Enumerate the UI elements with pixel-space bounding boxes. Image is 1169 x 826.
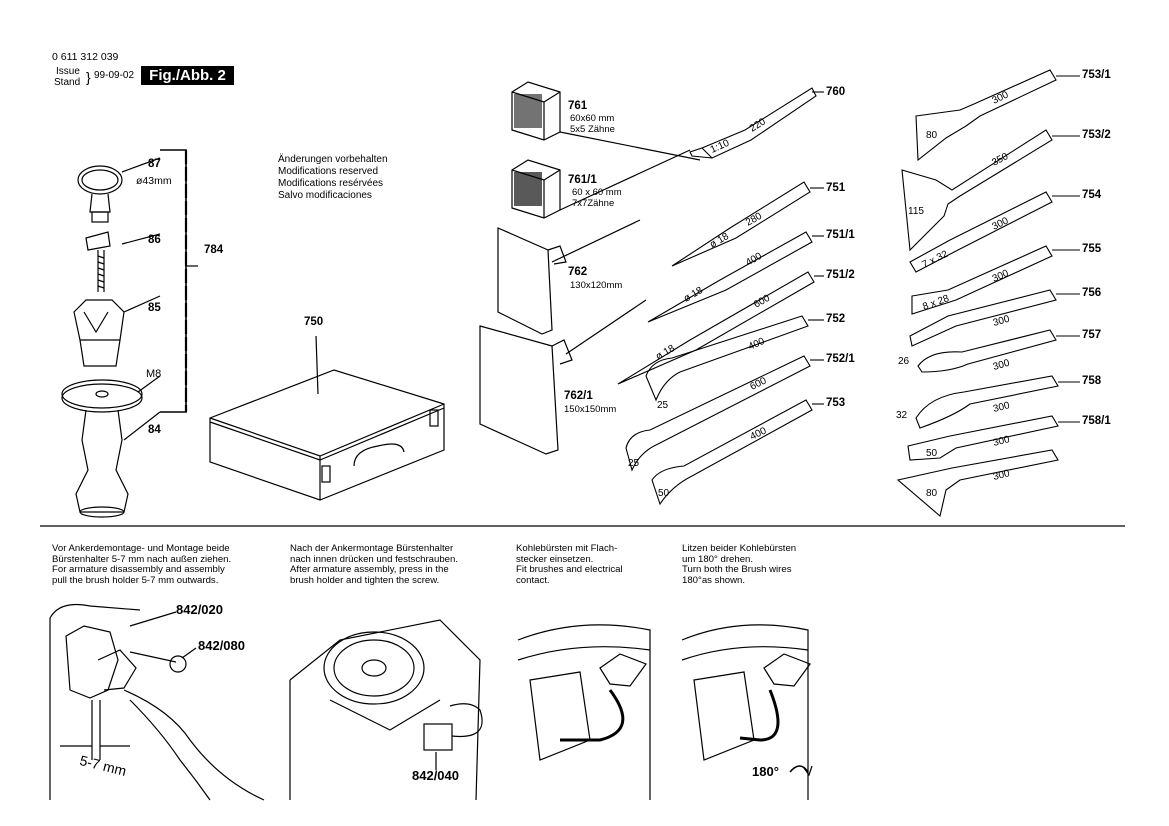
shaft-label-752a: 25 <box>657 400 669 411</box>
part-784: 784 <box>204 244 224 256</box>
part-752: 752 <box>826 313 846 325</box>
part-761-1: 761/1 <box>568 174 597 186</box>
part-752-1: 752/1 <box>826 353 855 365</box>
shaft-label-755a: 8 x 28 <box>921 293 951 313</box>
part-85: 85 <box>148 302 161 314</box>
stand-label: Stand <box>54 77 81 88</box>
shaft-label-758b: 300 <box>992 400 1011 415</box>
shaft-label-758_1b: 300 <box>992 434 1011 449</box>
part-762: 762 <box>568 266 588 278</box>
shaft-label-753_2b: 350 <box>990 151 1010 169</box>
shaft-label-752_1b: 600 <box>748 375 768 392</box>
part-754: 754 <box>1082 189 1102 201</box>
instruction-2: Nach der Ankermontage Bürstenhalter nach… <box>290 543 459 586</box>
notice-es: Salvo modificaciones <box>278 190 372 201</box>
part-761-teeth: 5x5 Zähne <box>570 124 615 135</box>
shaft-label-756b: 300 <box>992 314 1011 329</box>
shaft-label-757b: 300 <box>992 358 1011 373</box>
part-755: 755 <box>1082 243 1102 255</box>
shaft-label-760a: 1:10 <box>709 138 732 156</box>
part-753: 753 <box>826 397 846 409</box>
shaft-label-757a: 26 <box>898 356 910 367</box>
instruction-3: Kohlebürsten mit Flach- stecker einsetze… <box>516 543 623 586</box>
part-86: 86 <box>148 234 161 246</box>
part-753-2: 753/2 <box>1082 129 1111 141</box>
part-761-1-teeth: 7x7Zähne <box>572 198 615 209</box>
part-87: 87 <box>148 158 161 170</box>
figure-label: Fig./Abb. 2 <box>141 66 234 85</box>
shaft-label-last_a: 80 <box>926 488 938 499</box>
part-762-1: 762/1 <box>564 390 593 402</box>
issue-label: Issue <box>56 66 80 77</box>
part-m8: M8 <box>146 368 162 380</box>
shaft-label-753_1b: 300 <box>990 89 1010 106</box>
rotation-180: 180° <box>752 764 779 779</box>
shaft-label-753_2a: 115 <box>908 206 924 217</box>
part-761-size: 60x60 mm <box>570 113 615 124</box>
part-756: 756 <box>1082 287 1102 299</box>
instruction-1: Vor Ankerdemontage- und Montage beide Bü… <box>52 543 232 586</box>
instruction-4: Litzen beider Kohlebürsten um 180° drehe… <box>682 543 797 586</box>
shaft-label-751b: 280 <box>744 211 764 229</box>
shaft-label-751_1b: 400 <box>744 251 764 269</box>
shaft-label-751_1a: ø 18 <box>682 285 705 305</box>
part-842-020: 842/020 <box>176 602 223 617</box>
part-751-2: 751/2 <box>826 269 855 281</box>
shaft-label-753b: 400 <box>748 425 768 442</box>
notice-de: Änderungen vorbehalten <box>278 154 388 165</box>
part-761: 761 <box>568 100 588 112</box>
shaft-label-754a: 7 x 32 <box>920 249 950 271</box>
part-757: 757 <box>1082 329 1102 341</box>
part-87-dimension: ø43mm <box>136 175 172 187</box>
part-762-1-size: 150x150mm <box>564 404 617 415</box>
part-761-1-size: 60 x 60 mm <box>572 187 622 198</box>
issue-date: 99-09-02 <box>94 70 135 81</box>
part-758: 758 <box>1082 375 1102 387</box>
part-751-1: 751/1 <box>826 229 855 241</box>
shaft-label-758a: 32 <box>896 410 908 421</box>
shaft-label-758_1a: 50 <box>926 448 938 459</box>
part-758-1: 758/1 <box>1082 415 1111 427</box>
shaft-label-753a: 50 <box>658 488 670 499</box>
part-753-1: 753/1 <box>1082 69 1111 81</box>
notice-en: Modifications reserved <box>278 166 379 177</box>
part-762-size: 130x120mm <box>570 280 623 291</box>
part-number: 0 611 312 039 <box>52 51 119 63</box>
brace-glyph: } <box>86 69 91 85</box>
shaft-label-752b: 400 <box>747 336 767 353</box>
shaft-label-last_b: 300 <box>992 468 1011 483</box>
part-750: 750 <box>304 316 324 328</box>
shaft-label-760b: 220 <box>748 116 768 134</box>
part-842-040: 842/040 <box>412 768 459 783</box>
part-842-080: 842/080 <box>198 638 245 653</box>
part-84: 84 <box>148 424 161 436</box>
notice-fr: Modifications resérvées <box>278 178 384 189</box>
shaft-label-751a: ø 18 <box>708 231 731 251</box>
shaft-label-752_1a: 25 <box>628 458 640 469</box>
shaft-label-753_1a: 80 <box>926 130 938 141</box>
part-751: 751 <box>826 182 846 194</box>
part-760: 760 <box>826 86 846 98</box>
shaft-label-755b: 300 <box>991 268 1011 285</box>
